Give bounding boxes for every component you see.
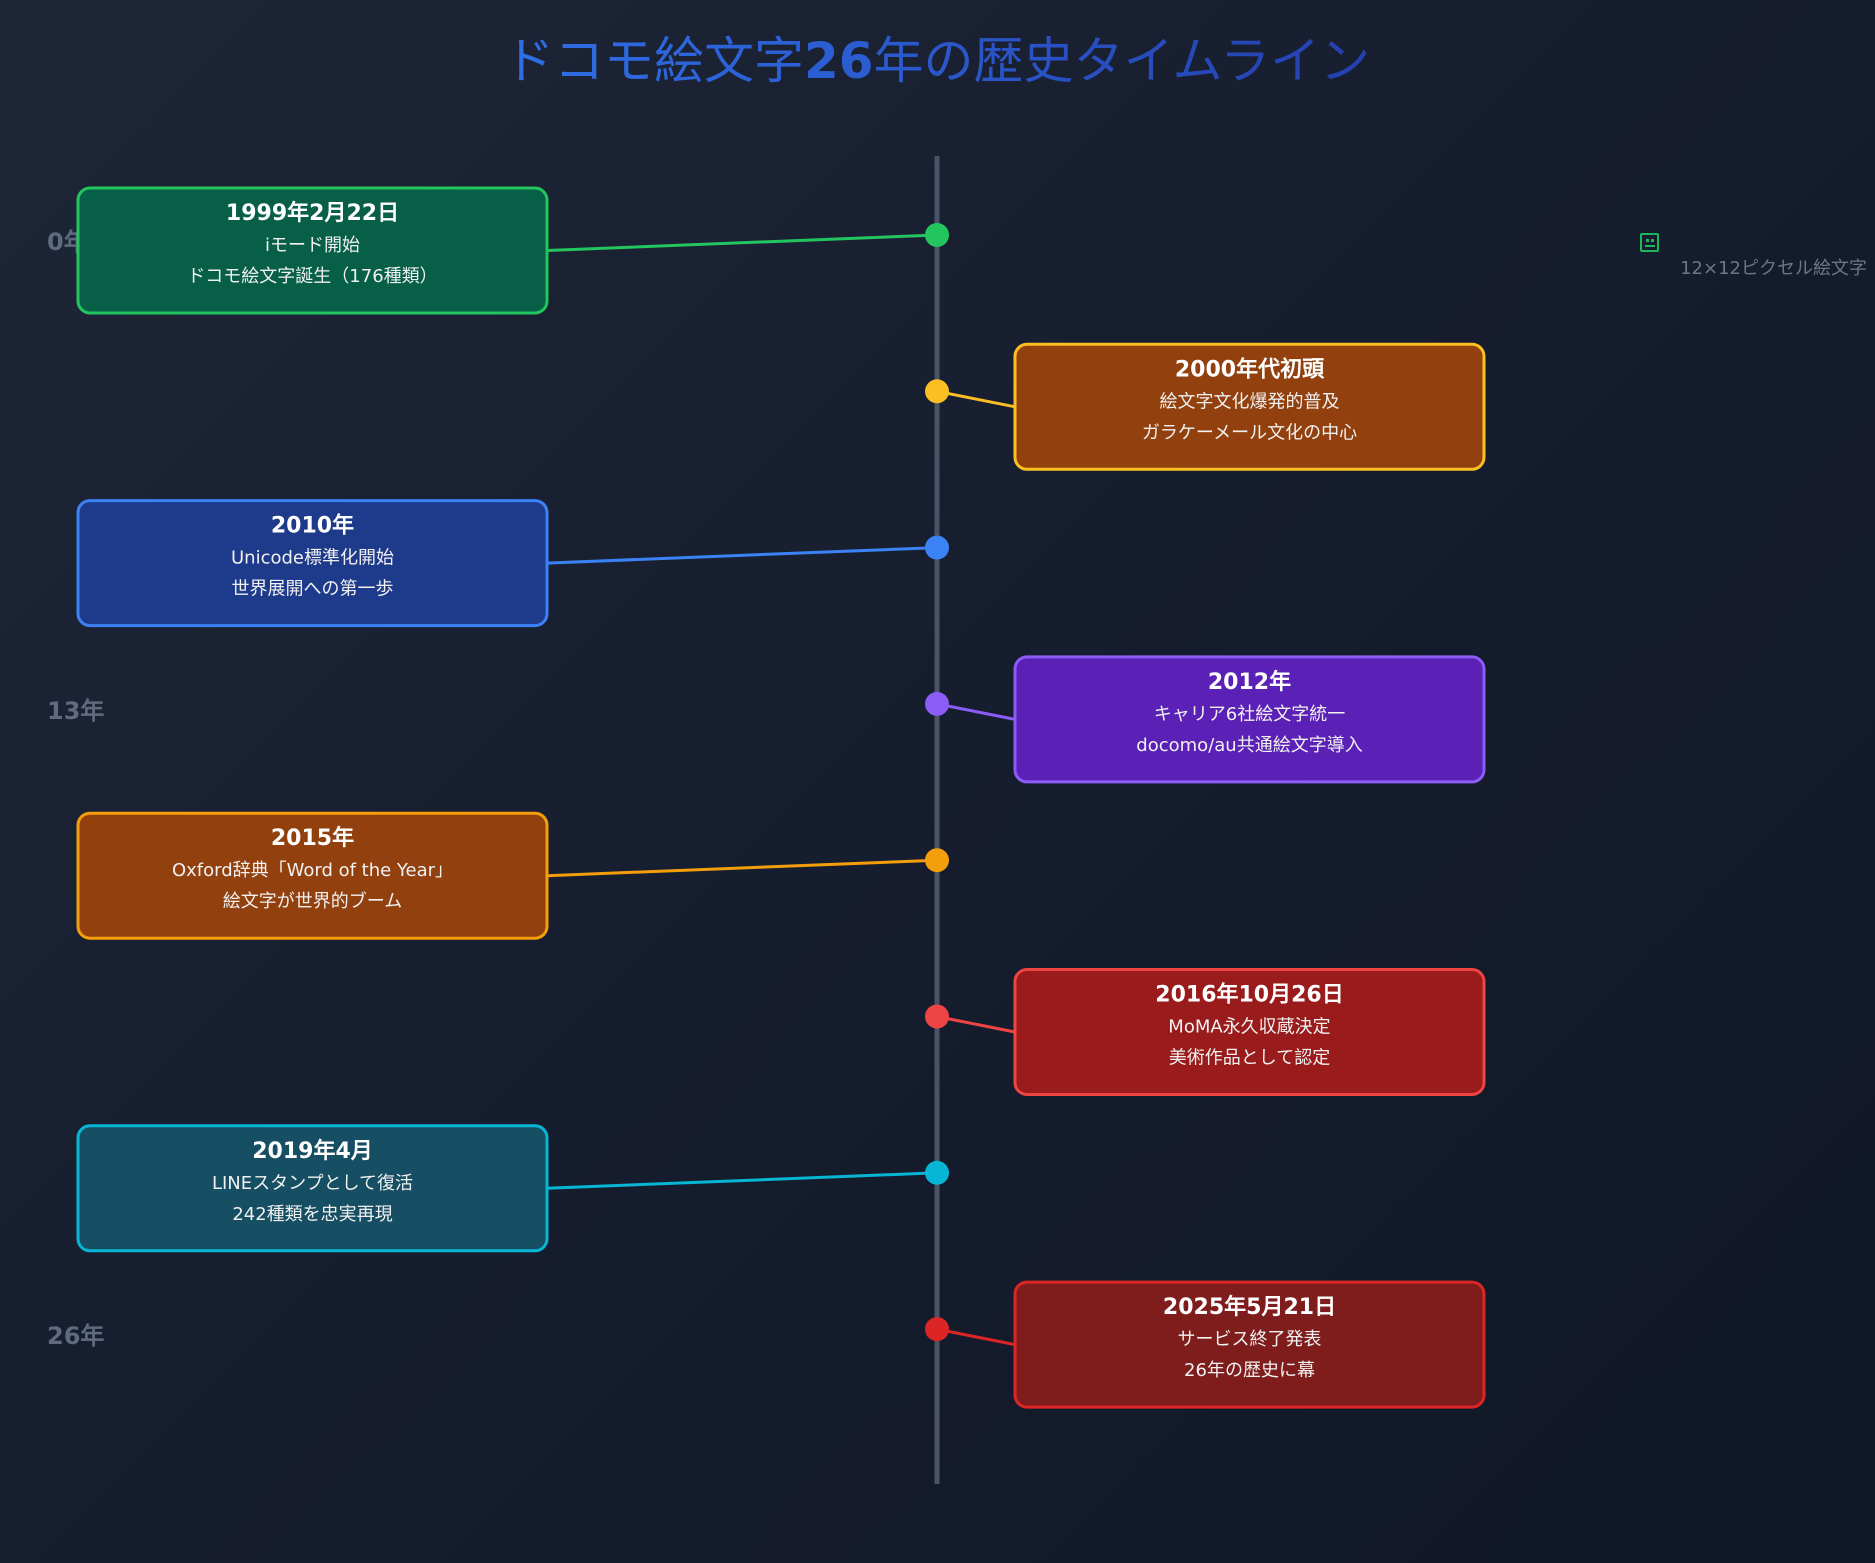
event-description: iモード開始 (265, 235, 360, 256)
axis-label-middle: 13年 (47, 697, 104, 725)
event-dot (925, 848, 949, 873)
event-description: docomo/au共通絵文字導入 (1136, 735, 1362, 756)
event-date: 2019年4月 (252, 1138, 373, 1164)
event-card (76, 499, 549, 628)
event-connector (546, 858, 938, 878)
event-connector (936, 1015, 1016, 1034)
event-date: 2010年 (271, 513, 354, 539)
event-dot (925, 535, 949, 560)
event-description: ドコモ絵文字誕生（176種類） (187, 266, 437, 287)
event-connector (546, 546, 938, 565)
timeline-event: 2015年 Oxford辞典「Word of the Year」絵文字が世界的ブー… (76, 811, 949, 940)
title-number: 26 (804, 32, 874, 90)
event-card (1013, 1280, 1486, 1409)
pixel-emoji-note: 12×12ピクセル絵文字 (1640, 233, 1867, 279)
event-connector (546, 1171, 938, 1190)
event-card (1013, 655, 1486, 784)
event-description: 26年の歴史に幕 (1184, 1360, 1315, 1381)
event-card (76, 186, 549, 315)
event-description: 絵文字文化爆発的普及 (1160, 391, 1340, 412)
event-date: 2015年 (271, 825, 354, 851)
event-card (1013, 968, 1486, 1096)
event-date: 2000年代初頭 (1175, 356, 1325, 382)
page-title: ドコモ絵文字26年の歴史タイムライン (504, 32, 1370, 90)
event-dot (925, 1317, 949, 1342)
event-card (76, 811, 549, 940)
event-description: ガラケーメール文化の中心 (1142, 422, 1357, 443)
event-card (76, 1124, 549, 1253)
pixel-emoji-caption: 12×12ピクセル絵文字 (1680, 258, 1867, 279)
event-dot (925, 379, 949, 404)
event-connector (936, 389, 1016, 409)
event-description: LINEスタンプとして復活 (212, 1173, 413, 1194)
event-description: 242種類を忠実再現 (232, 1204, 392, 1225)
event-connector (546, 233, 938, 252)
event-dot (925, 1160, 949, 1185)
event-dot (925, 1004, 949, 1029)
event-description: Oxford辞典「Word of the Year」 (172, 860, 453, 881)
event-description: サービス終了発表 (1178, 1329, 1322, 1350)
event-description: 世界展開への第一歩 (232, 579, 394, 600)
event-connector (936, 702, 1016, 721)
event-description: MoMA永久収蔵決定 (1168, 1017, 1330, 1038)
title-prefix: ドコモ絵文字 (504, 32, 804, 90)
event-description: 絵文字が世界的ブーム (223, 890, 402, 912)
event-dot (925, 223, 949, 247)
event-description: キャリア6社絵文字統一 (1154, 704, 1345, 725)
event-card (1013, 342, 1486, 471)
event-description: Unicode標準化開始 (231, 548, 394, 569)
timeline-event: 2019年4月 LINEスタンプとして復活 242種類を忠実再現 (76, 1124, 949, 1253)
title-suffix: 年の歴史タイムライン (874, 32, 1371, 90)
event-date: 2025年5月21日 (1163, 1294, 1336, 1320)
event-date: 2012年 (1208, 669, 1291, 695)
pixel-face-icon (1640, 233, 1659, 252)
event-date: 2016年10月26日 (1155, 982, 1343, 1008)
axis-label-end: 26年 (47, 1322, 104, 1350)
event-connector (936, 1327, 1016, 1347)
event-dot (925, 691, 949, 716)
event-date: 1999年2月22日 (226, 200, 399, 226)
event-description: 美術作品として認定 (1169, 1048, 1330, 1069)
